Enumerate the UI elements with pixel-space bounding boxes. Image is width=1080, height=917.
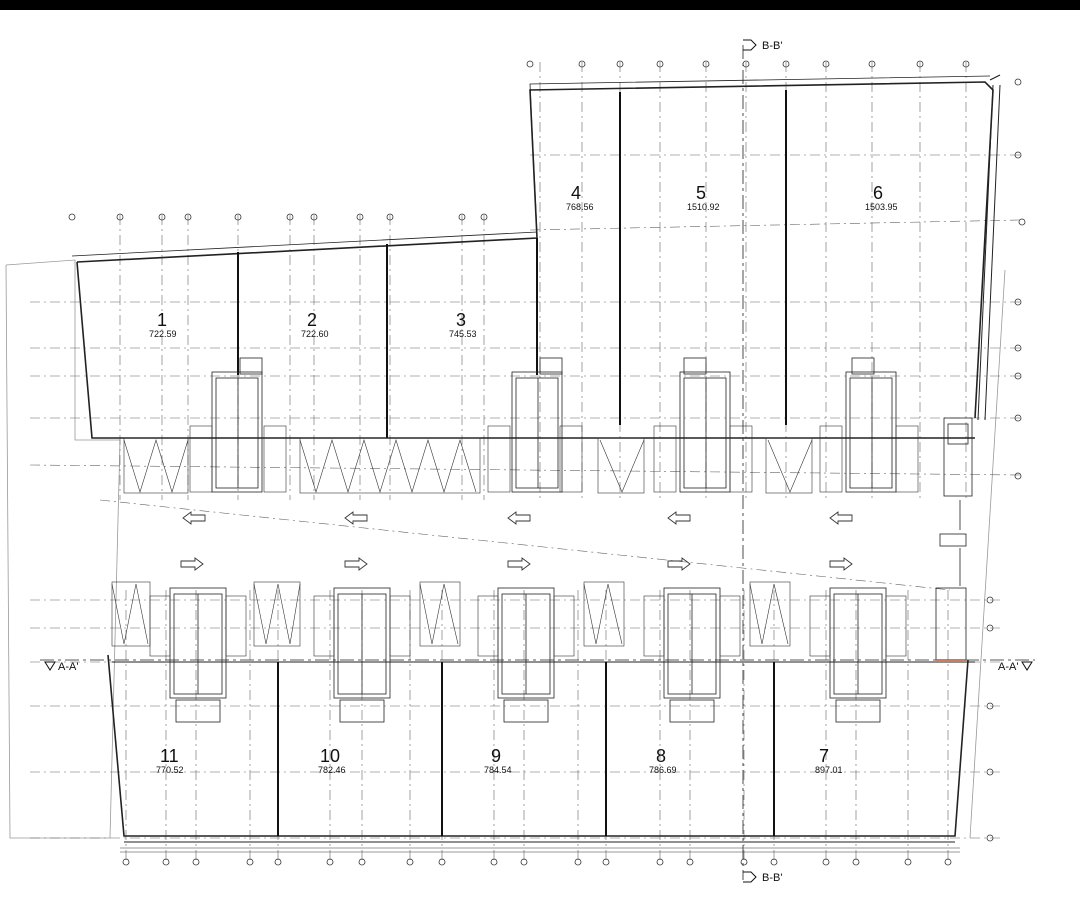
upper-unit-walls [237,90,787,438]
svg-text:9: 9 [491,746,501,766]
grid-bubbles [68,60,1026,866]
svg-text:8: 8 [656,746,666,766]
svg-text:5: 5 [696,183,706,203]
svg-text:B-B': B-B' [762,40,782,52]
site-boundary-right [969,269,1006,839]
unit-label-5: 5 1510.92 [687,183,720,212]
svg-text:722.60: 722.60 [301,329,329,339]
lower-unit-walls [277,662,775,836]
svg-text:3: 3 [456,310,466,330]
grid-lines-vertical [119,62,967,862]
unit-label-7: 7 897.01 [815,746,843,775]
unit-label-6: 6 1503.95 [865,183,898,212]
section-marker-bb-top: B-B' [743,39,782,52]
site-boundary [5,259,121,839]
svg-text:7: 7 [819,746,829,766]
top-black-bar [0,0,1080,10]
grid-lines-horizontal [29,154,1021,839]
svg-text:A-A': A-A' [998,661,1018,673]
svg-text:722.59: 722.59 [149,329,177,339]
svg-text:1: 1 [157,310,167,330]
section-marker-aa-right: A-A' [998,661,1033,673]
svg-text:897.01: 897.01 [815,765,843,775]
svg-text:A-A': A-A' [58,661,78,673]
svg-text:784.54: 784.54 [484,765,512,775]
unit-label-8: 8 786.69 [649,746,677,775]
upper-dock-strip [123,425,919,494]
upper-core-blocks [211,357,897,493]
svg-text:782.46: 782.46 [318,765,346,775]
svg-text:10: 10 [320,746,340,766]
lower-building-outline [107,654,975,843]
section-marker-bb-bottom: B-B' [743,871,782,884]
svg-text:786.69: 786.69 [649,765,677,775]
svg-text:11: 11 [160,746,179,766]
upper-building-outline [71,74,1001,439]
svg-text:1503.95: 1503.95 [865,202,898,212]
svg-text:B-B': B-B' [762,872,782,884]
unit-label-2: 2 722.60 [301,310,329,339]
unit-label-3: 3 745.53 [449,310,477,339]
service-block [935,417,973,661]
unit-label-4: 4 768.56 [566,183,594,212]
svg-text:770.52: 770.52 [156,765,184,775]
traffic-arrows [180,511,853,571]
lower-dock-strip [111,581,907,657]
unit-label-10: 10 782.46 [318,746,346,775]
svg-text:4: 4 [571,183,581,203]
unit-label-1: 1 722.59 [149,310,177,339]
svg-text:2: 2 [307,310,317,330]
dimension-line-bottom [120,847,960,853]
unit-label-9: 9 784.54 [484,746,512,775]
svg-text:745.53: 745.53 [449,329,477,339]
svg-text:6: 6 [873,183,883,203]
svg-text:768.56: 768.56 [566,202,594,212]
unit-label-11: 11 770.52 [156,746,184,775]
svg-text:1510.92: 1510.92 [687,202,720,212]
section-marker-aa-left: A-A' [44,661,78,673]
